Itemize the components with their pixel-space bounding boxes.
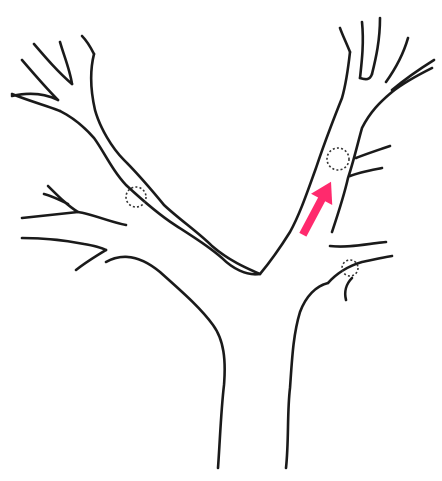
right-twig-6 [360, 74, 372, 79]
right-side-branches [328, 146, 392, 300]
right-twig-1 [340, 28, 350, 52]
right-side-upper-1 [356, 146, 390, 158]
right-branch-left-edge [260, 52, 350, 274]
trunk [106, 257, 328, 468]
arrow-head [311, 176, 342, 205]
trunk-right-edge [286, 283, 328, 468]
lower-left-branch-edge-2 [22, 238, 106, 250]
lower-left-branch [22, 186, 126, 270]
right-twig-3 [372, 18, 380, 74]
right-side-stub [345, 278, 352, 300]
left-twig-6 [82, 36, 94, 54]
spots [126, 148, 358, 276]
right-twig-4 [386, 38, 408, 82]
spot-left-branch [126, 187, 146, 207]
right-branch [260, 18, 434, 274]
right-side-lower-2 [328, 256, 392, 283]
lower-left-twig-1 [48, 186, 78, 212]
lower-left-twig-3 [76, 250, 106, 270]
right-side-lower-1 [330, 242, 386, 247]
left-branch-upper-edge [91, 54, 260, 274]
trunk-left-edge [106, 257, 225, 468]
left-branch-lower-edge [60, 111, 260, 274]
lower-left-branch-edge-1 [22, 212, 126, 225]
spot-right-upper [327, 148, 349, 170]
right-side-upper-2 [350, 168, 382, 176]
right-twig-2 [360, 22, 363, 78]
